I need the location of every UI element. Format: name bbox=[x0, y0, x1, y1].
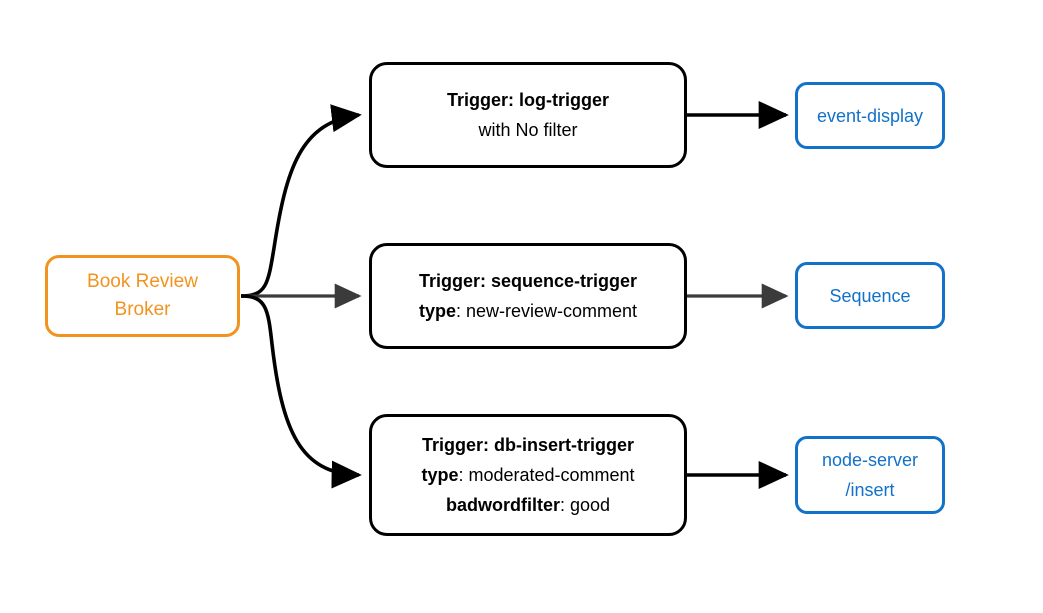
sequence-trigger-line-2-key: type bbox=[418, 301, 456, 321]
node-trigger-sequence-trigger[interactable]: Trigger: sequence-trigger type: new-revi… bbox=[369, 243, 687, 349]
node-target-sequence[interactable]: Sequence bbox=[795, 262, 945, 329]
sequence-trigger-line-1: Trigger: sequence-trigger bbox=[419, 266, 637, 296]
node-target-node-server-insert[interactable]: node-server /insert bbox=[795, 436, 945, 514]
log-trigger-line-2: with No filter bbox=[478, 115, 577, 145]
db-insert-trigger-line-3: badwordfilter: good bbox=[446, 490, 610, 520]
node-target-event-display[interactable]: event-display bbox=[795, 82, 945, 149]
db-insert-trigger-line-2: type: moderated-comment bbox=[421, 460, 634, 490]
node-trigger-log-trigger[interactable]: Trigger: log-trigger with No filter bbox=[369, 62, 687, 168]
sequence-trigger-line-2-value: : new-review-comment bbox=[455, 301, 638, 321]
db-insert-trigger-line-2-value: : moderated-comment bbox=[458, 465, 635, 485]
db-insert-trigger-line-3-value: : good bbox=[559, 495, 611, 515]
node-server-label-line-2: /insert bbox=[845, 480, 895, 500]
db-insert-trigger-line-1-key: Trigger: db-insert-trigger bbox=[421, 435, 634, 455]
broker-line-2: Broker bbox=[114, 299, 171, 320]
node-server-label-line-1: node-server bbox=[821, 450, 919, 470]
event-display-label: event-display bbox=[816, 105, 924, 126]
log-trigger-line-2-value: with No filter bbox=[478, 120, 578, 140]
db-insert-trigger-line-2-key: type bbox=[421, 465, 459, 485]
sequence-label: Sequence bbox=[829, 285, 911, 306]
node-trigger-db-insert-trigger[interactable]: Trigger: db-insert-trigger type: moderat… bbox=[369, 414, 687, 536]
sequence-trigger-line-1-key: Trigger: sequence-trigger bbox=[418, 271, 638, 291]
db-insert-trigger-line-1: Trigger: db-insert-trigger bbox=[422, 430, 634, 460]
log-trigger-line-1: Trigger: log-trigger bbox=[447, 85, 609, 115]
log-trigger-line-1-key: Trigger: log-trigger bbox=[447, 90, 609, 110]
broker-line-1: Book Review bbox=[87, 271, 198, 292]
node-book-review-broker[interactable]: Book Review Broker bbox=[45, 255, 240, 337]
sequence-trigger-line-2: type: new-review-comment bbox=[419, 296, 637, 326]
db-insert-trigger-line-3-key: badwordfilter bbox=[445, 495, 560, 515]
edge-broker-to-db-insert-trigger bbox=[240, 294, 362, 489]
edge-broker-to-log-trigger bbox=[240, 104, 362, 298]
